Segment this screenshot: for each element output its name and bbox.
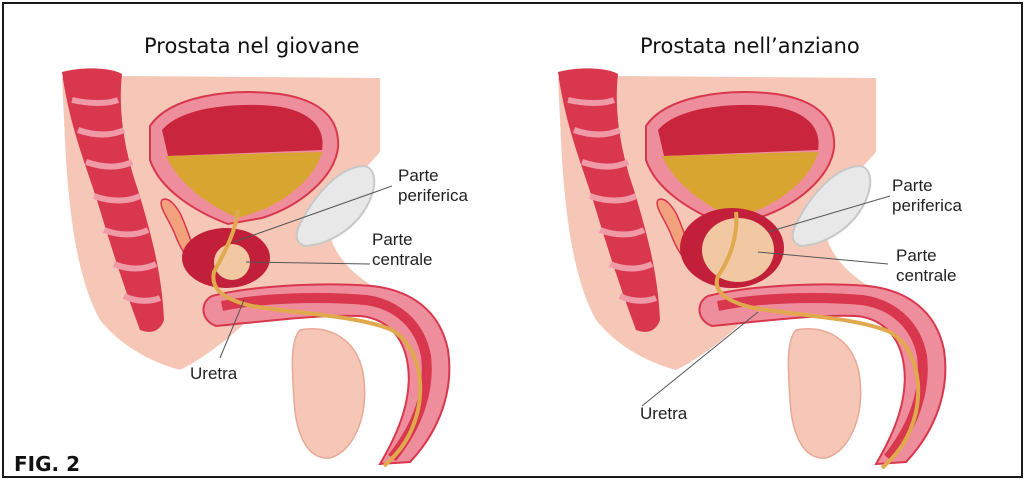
label-central-young-line1: Parte	[372, 230, 432, 250]
panel-title-young: Prostata nel giovane	[144, 34, 359, 58]
label-central-elderly-line2: centrale	[896, 266, 956, 286]
label-central-elderly: Parte centrale	[896, 246, 956, 286]
label-peripheral-elderly-line1: Parte	[892, 176, 962, 196]
label-peripheral-young-line1: Parte	[398, 166, 468, 186]
label-peripheral-young: Parte periferica	[398, 166, 468, 206]
label-central-young-line2: centrale	[372, 250, 432, 270]
label-peripheral-elderly-line2: periferica	[892, 196, 962, 216]
label-central-young: Parte centrale	[372, 230, 432, 270]
label-urethra-elderly: Uretra	[640, 404, 687, 424]
figure-label: FIG. 2	[14, 452, 80, 476]
panel-title-elderly: Prostata nell’anziano	[640, 34, 860, 58]
label-urethra-young: Uretra	[190, 364, 237, 384]
label-central-elderly-line1: Parte	[896, 246, 956, 266]
label-peripheral-elderly: Parte periferica	[892, 176, 962, 216]
panel-elderly	[558, 68, 945, 468]
label-peripheral-young-line2: periferica	[398, 186, 468, 206]
